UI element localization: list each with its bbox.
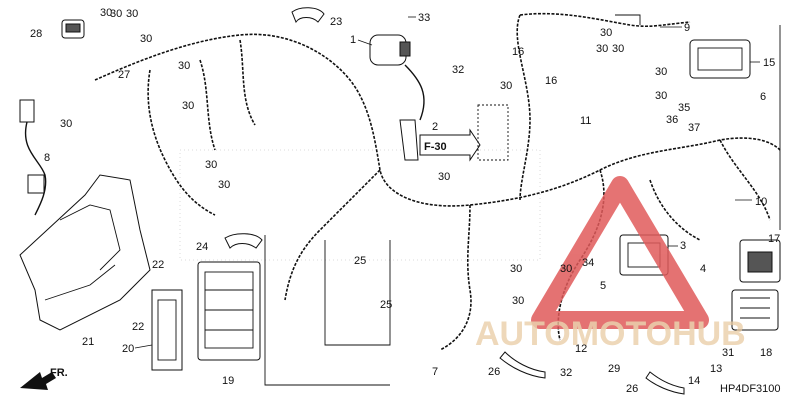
- callout: 5: [600, 280, 606, 292]
- callout: 20: [122, 343, 134, 355]
- bracket-20: [151, 289, 183, 371]
- reference-frames: [264, 14, 781, 386]
- callout: 31: [722, 347, 734, 359]
- callout: 33: [418, 12, 430, 24]
- callout: 34: [582, 257, 594, 269]
- callout: 30: [655, 66, 667, 78]
- callout: 3: [680, 240, 686, 252]
- callout: 32: [452, 64, 464, 76]
- callout: 16: [512, 46, 524, 58]
- callout: 21: [82, 336, 94, 348]
- callout: 30: [182, 100, 194, 112]
- callout: 30: [110, 8, 122, 20]
- clip-28: [61, 19, 85, 39]
- callout: 18: [760, 347, 772, 359]
- callout: 30: [612, 43, 624, 55]
- callout: 30: [596, 43, 608, 55]
- watermark-logo: AUTOMOTOHUB: [475, 176, 746, 353]
- callout: 16: [545, 75, 557, 87]
- plug-cap-2: [399, 119, 419, 161]
- ecu-19: [197, 261, 261, 361]
- callout: 36: [666, 114, 678, 126]
- callout: 30: [510, 263, 522, 275]
- callout: 2: [432, 121, 438, 133]
- callout: 30: [600, 27, 612, 39]
- callout: 11: [580, 115, 591, 127]
- callout: 27: [118, 69, 130, 81]
- reference-label: F-30: [424, 141, 447, 153]
- callout: 23: [330, 16, 342, 28]
- callout: 12: [575, 343, 587, 355]
- callout: 30: [655, 90, 667, 102]
- callout: 30: [126, 8, 138, 20]
- diagram-code: HP4DF3100: [720, 383, 781, 395]
- callout: 26: [626, 383, 638, 395]
- fuse-box-15: [689, 39, 751, 79]
- callout: 30: [100, 7, 112, 19]
- callout: 4: [700, 263, 706, 275]
- regulator-17: [739, 239, 781, 283]
- callout: 30: [512, 295, 524, 307]
- callout: 30: [500, 80, 512, 92]
- callout: 9: [684, 22, 690, 34]
- callout: 30: [205, 159, 217, 171]
- regulator-18: [731, 289, 779, 331]
- callout: 14: [688, 375, 700, 387]
- callout: 30: [140, 33, 152, 45]
- callout: 22: [132, 321, 144, 333]
- callout: 25: [380, 299, 392, 311]
- callout: 17: [768, 233, 780, 245]
- ignition-coil-1: [369, 34, 425, 121]
- sensor-8: [19, 99, 47, 216]
- callout: 35: [678, 102, 690, 114]
- callout: 30: [438, 171, 450, 183]
- front-marker: FR.: [50, 367, 68, 379]
- callout: 30: [218, 179, 230, 191]
- stipple-area: [179, 149, 541, 261]
- callout: 30: [60, 118, 72, 130]
- callout: 26: [488, 366, 500, 378]
- callout: 22: [152, 259, 164, 271]
- callout: 1: [350, 34, 356, 46]
- callout: 29: [608, 363, 620, 375]
- callout: 8: [44, 152, 50, 164]
- front-arrow-icon: FR.: [20, 367, 68, 390]
- callout: 6: [760, 91, 766, 103]
- clamp-24: [224, 233, 263, 249]
- callout: 10: [755, 196, 767, 208]
- callout: 28: [30, 28, 42, 40]
- callout: 15: [763, 57, 775, 69]
- front-cover-part: [19, 174, 151, 331]
- callout: 25: [354, 255, 366, 267]
- watermark-text: AUTOMOTOHUB: [475, 315, 746, 353]
- callout: 24: [196, 241, 208, 253]
- band-26b: [645, 371, 685, 395]
- callout: 32: [560, 367, 572, 379]
- band-26: [499, 351, 546, 379]
- callout: 30: [178, 60, 190, 72]
- callout: 13: [710, 363, 722, 375]
- callouts: 1 2 3 4 5 6 7 8 9 10 11 12 13 14 15 16 1…: [30, 7, 780, 395]
- reference-arrow-f30: [419, 104, 509, 162]
- callout: 37: [688, 122, 700, 134]
- callout: 30: [560, 263, 572, 275]
- callout: 19: [222, 375, 234, 387]
- clamp-23: [291, 7, 325, 24]
- callout: 7: [432, 366, 438, 378]
